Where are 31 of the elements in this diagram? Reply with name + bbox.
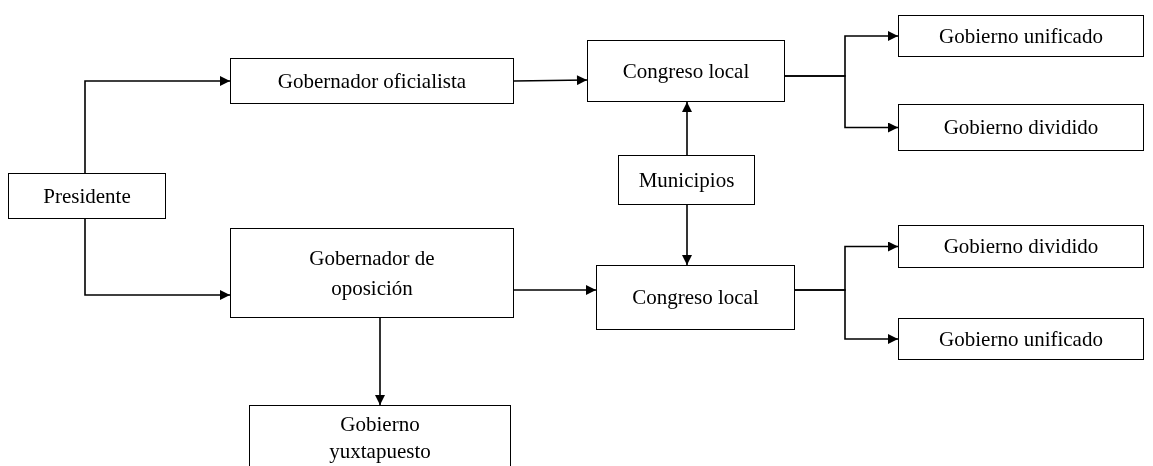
- process-box: [898, 225, 1144, 268]
- arrow: [794, 289, 899, 344]
- process-box: [596, 265, 795, 330]
- box-label: Presidente: [42, 182, 132, 210]
- process-box: [898, 318, 1144, 360]
- arrow: [84, 218, 231, 300]
- process-box: [898, 15, 1144, 57]
- box-label: Gobierno dividido: [942, 114, 1100, 142]
- arrow: [682, 204, 692, 266]
- process-box: [230, 58, 514, 104]
- box-label: Congreso local: [621, 57, 751, 85]
- box-label: Congreso local: [631, 284, 760, 312]
- arrow: [84, 76, 231, 174]
- process-box: [230, 228, 514, 318]
- box-label: Gobernador oficialista: [276, 67, 468, 95]
- arrow: [682, 101, 692, 156]
- box-label: Municipios: [637, 166, 736, 194]
- box-label: Gobierno yuxtapuesto: [328, 411, 432, 466]
- box-label: Gobernador de oposición: [308, 244, 436, 302]
- arrow: [784, 75, 899, 133]
- process-box: [898, 104, 1144, 151]
- arrow: [513, 285, 597, 295]
- process-box: [587, 40, 785, 102]
- arrow: [375, 317, 385, 406]
- box-label: Gobierno dividido: [942, 233, 1100, 261]
- box-label: Gobierno unificado: [938, 325, 1104, 353]
- process-box: [8, 173, 166, 219]
- process-box: [249, 405, 511, 466]
- box-label: Gobierno unificado: [938, 22, 1104, 50]
- process-box: [618, 155, 755, 205]
- arrow: [513, 75, 588, 86]
